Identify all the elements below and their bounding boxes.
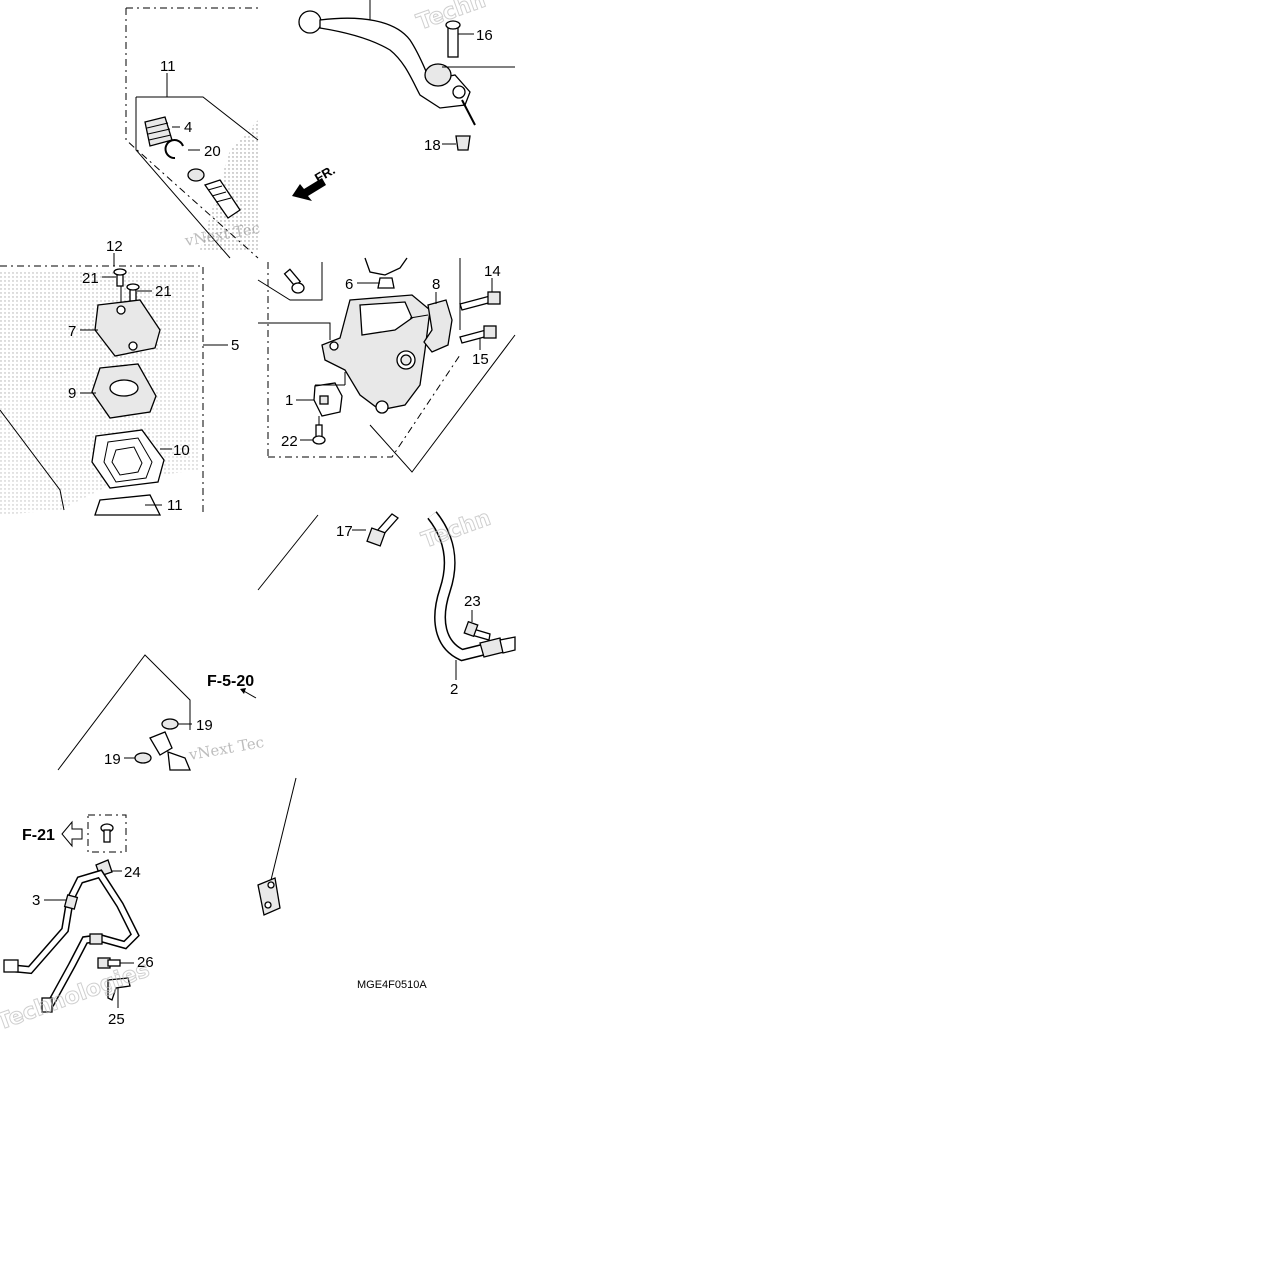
bolt-17 <box>366 513 399 547</box>
callout-24: 24 <box>124 864 141 881</box>
lever <box>298 10 476 126</box>
callout-3: 3 <box>32 892 40 909</box>
callout-17: 17 <box>336 523 353 540</box>
callout-18: 18 <box>424 137 441 154</box>
callout-4: 4 <box>184 119 192 136</box>
callout-2: 2 <box>450 681 458 698</box>
boot <box>144 116 173 147</box>
callout-23: 23 <box>464 593 481 610</box>
bolt-23 <box>463 620 491 641</box>
callout-19a: 19 <box>196 717 213 734</box>
circlip <box>164 139 184 160</box>
screw-22 <box>312 424 326 445</box>
callout-15a: 14 <box>484 263 501 280</box>
watermark-4: Techn <box>419 506 495 554</box>
float <box>94 494 162 516</box>
callout-20: 20 <box>204 143 221 160</box>
cap-clip <box>364 257 408 276</box>
panel-brake-lever <box>292 0 515 201</box>
watermark-2: vNext Tec <box>187 733 266 764</box>
ref-arrow-f21 <box>61 820 83 848</box>
holder-bolts <box>459 291 501 344</box>
panel-piston-assembly <box>0 0 259 259</box>
pivot-bolt <box>445 20 461 58</box>
panel-reservoir-cap <box>0 253 228 516</box>
bolt-26 <box>97 957 121 969</box>
panel-brake-hose <box>257 511 516 680</box>
callout-21b: 21 <box>155 283 172 300</box>
callout-8: 8 <box>432 276 440 293</box>
switch-1 <box>313 372 346 417</box>
cap <box>94 299 161 357</box>
callout-1: 1 <box>285 392 293 409</box>
callout-26: 26 <box>137 954 154 971</box>
small-bolt <box>283 268 305 294</box>
callout-5: 5 <box>231 337 239 354</box>
piston <box>187 168 241 219</box>
callout-7: 7 <box>68 323 76 340</box>
callout-22: 22 <box>281 433 298 450</box>
callouts: 11 4 20 16 18 12 21 21 7 5 9 10 11 6 8 1… <box>22 27 501 1028</box>
callout-16: 16 <box>476 27 493 44</box>
diaphragm <box>91 429 165 489</box>
callout-21a: 21 <box>82 270 99 287</box>
hose-2 <box>427 511 516 662</box>
panel-master-cylinder <box>257 257 516 473</box>
diagram-code: MGE4F0510A <box>357 979 427 991</box>
joint-block <box>257 877 281 916</box>
callout-12: 11 <box>160 58 176 75</box>
stay-25 <box>107 977 131 1001</box>
holder-8 <box>423 299 453 353</box>
plate <box>91 363 157 419</box>
callout-6: 6 <box>345 276 353 293</box>
ref-f21: F-21 <box>22 827 55 844</box>
cylinder-body <box>321 294 431 414</box>
front-arrow <box>292 178 326 201</box>
banjo <box>149 731 191 771</box>
callout-15b: 15 <box>472 351 489 368</box>
pipe-3 <box>3 869 140 1013</box>
callout-10: 10 <box>173 442 190 459</box>
callout-19b: 19 <box>104 751 121 768</box>
screws-21 <box>113 268 140 302</box>
callout-11: 11 <box>167 497 183 514</box>
set-plate-6 <box>377 277 395 289</box>
ref-arrow-f520 <box>240 688 257 699</box>
callout-14: 12 <box>106 238 123 255</box>
pivot-nut <box>455 135 471 151</box>
callout-25: 25 <box>108 1011 125 1028</box>
bolt-24 <box>100 823 114 843</box>
panel-brake-pipe <box>3 654 297 1013</box>
callout-9: 9 <box>68 385 76 402</box>
ref-f520: F-5-20 <box>207 673 254 690</box>
